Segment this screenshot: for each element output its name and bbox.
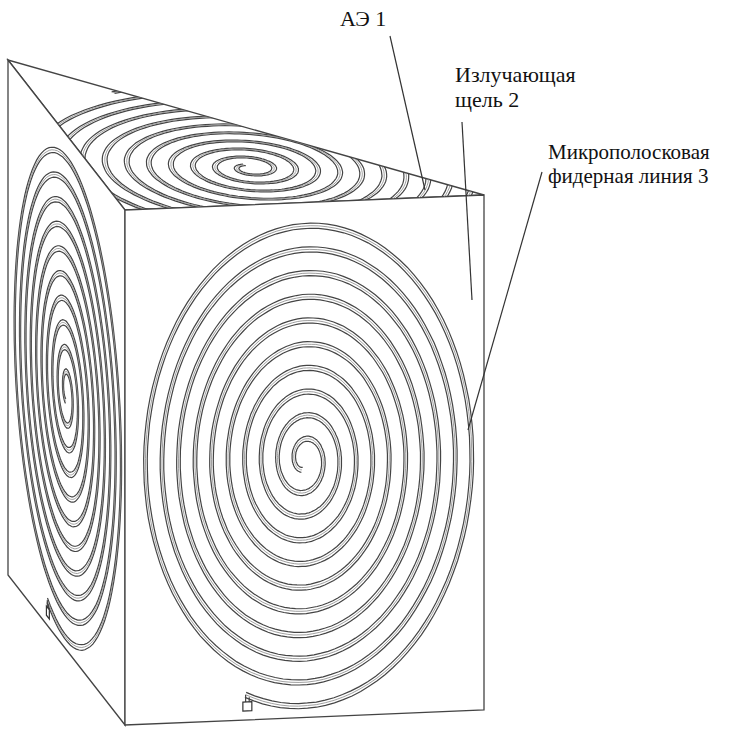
feed-connector: [243, 702, 252, 711]
spiral-slot: [145, 219, 471, 713]
leader-line: [390, 36, 425, 190]
spiral-group: [14, 89, 122, 712]
spiral-face: [144, 216, 474, 715]
feeder-lead: [245, 695, 246, 702]
feed-connector: [46, 606, 49, 619]
leader-line: [462, 122, 472, 300]
spiral-group: [144, 216, 474, 715]
spiral-slot: [144, 216, 474, 715]
spiral-face: [14, 89, 122, 712]
callout-label: Микрополосковая фидерная линия 3: [548, 140, 738, 188]
leader-line: [468, 172, 542, 430]
spiral-slot: [15, 92, 121, 708]
spiral-slot: [14, 89, 122, 712]
callout-label: АЭ 1: [340, 6, 386, 31]
right-face: [125, 195, 484, 725]
callout-label: Излучающая щель 2: [455, 62, 605, 113]
spiral-elements: [0, 75, 529, 715]
feeder-lead: [249, 697, 250, 702]
